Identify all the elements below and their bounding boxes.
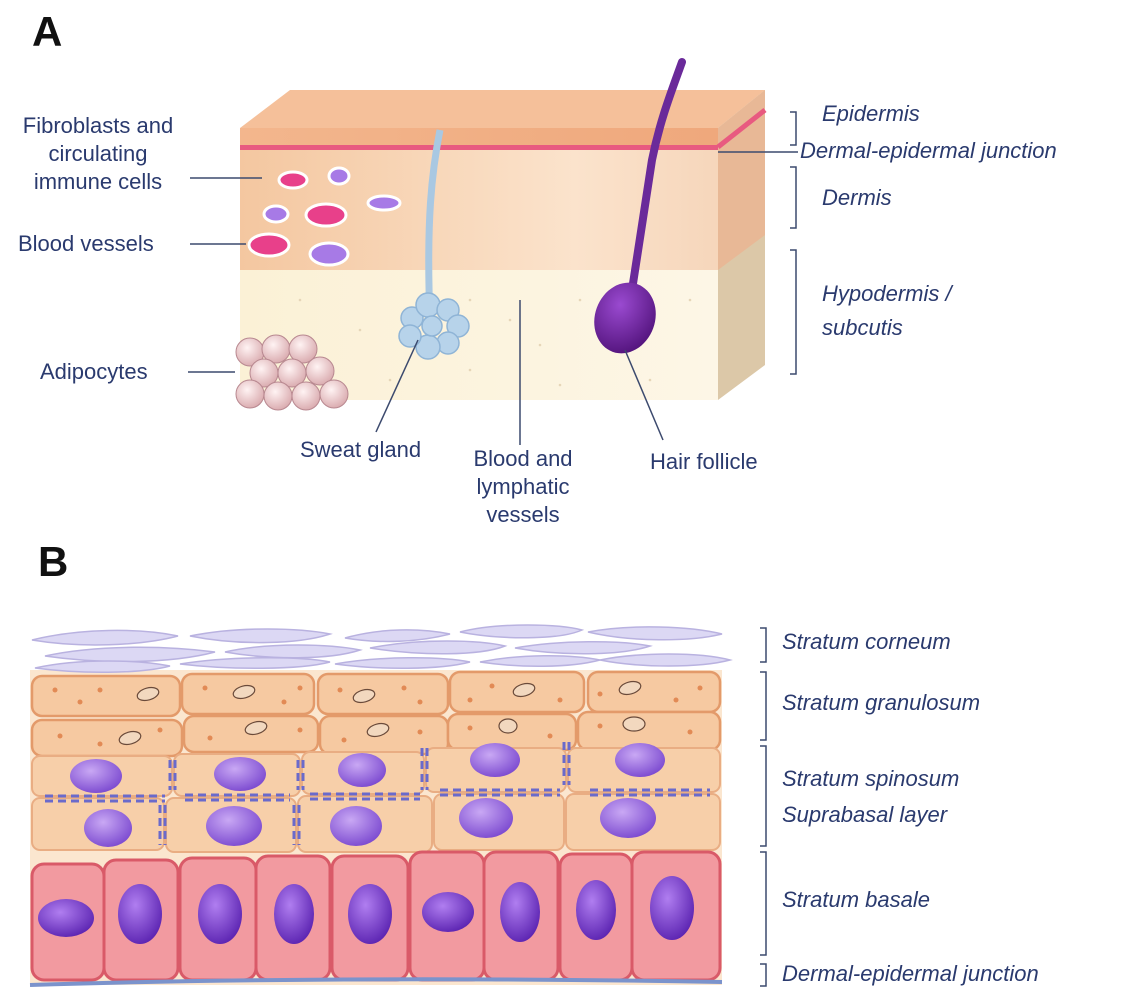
label-fibroblasts: Fibroblasts and circulating immune cells	[8, 112, 188, 196]
label-dej-a: Dermal-epidermal junction	[800, 137, 1057, 165]
basal-nuclei	[38, 876, 694, 944]
label-fibroblasts-line1: Fibroblasts and	[8, 112, 188, 140]
label-blood-lymphatic: Blood and lymphatic vessels	[468, 445, 578, 529]
stratum-corneum-flakes	[32, 625, 730, 672]
dermal-epidermal-junction-line	[240, 145, 718, 150]
label-fibroblasts-line2: circulating	[8, 140, 188, 168]
label-dermis: Dermis	[822, 184, 892, 212]
label-stratum-granulosum: Stratum granulosum	[782, 689, 980, 717]
epidermis-layer	[240, 128, 718, 146]
label-stratum-basale: Stratum basale	[782, 886, 930, 914]
label-blood-lymphatic-line2: lymphatic	[468, 473, 578, 501]
label-stratum-corneum: Stratum corneum	[782, 628, 951, 656]
panel-label-a: A	[32, 8, 62, 56]
label-adipocytes: Adipocytes	[40, 358, 148, 386]
label-stratum-spinosum: Stratum spinosum	[782, 765, 959, 793]
skin-block	[236, 62, 765, 410]
epidermis-cross-section	[30, 625, 730, 985]
epidermis-top-face	[240, 90, 765, 128]
label-hair-follicle: Hair follicle	[650, 448, 758, 476]
label-suprabasal-layer: Suprabasal layer	[782, 801, 947, 829]
label-blood-lymphatic-line1: Blood and	[468, 445, 578, 473]
label-hypodermis-line1: Hypodermis /	[822, 280, 952, 308]
stratum-granulosum-cells	[32, 672, 720, 756]
label-fibroblasts-line3: immune cells	[8, 168, 188, 196]
label-blood-vessels: Blood vessels	[18, 230, 154, 258]
panel-label-b: B	[38, 538, 68, 586]
label-dej-b: Dermal-epidermal junction	[782, 960, 1039, 988]
label-epidermis: Epidermis	[822, 100, 920, 128]
panel-b-brackets	[760, 628, 766, 986]
label-sweat-gland: Sweat gland	[300, 436, 421, 464]
label-hypodermis: Hypodermis / subcutis	[822, 280, 952, 342]
label-blood-lymphatic-line3: vessels	[468, 501, 578, 529]
label-hypodermis-line2: subcutis	[822, 314, 952, 342]
